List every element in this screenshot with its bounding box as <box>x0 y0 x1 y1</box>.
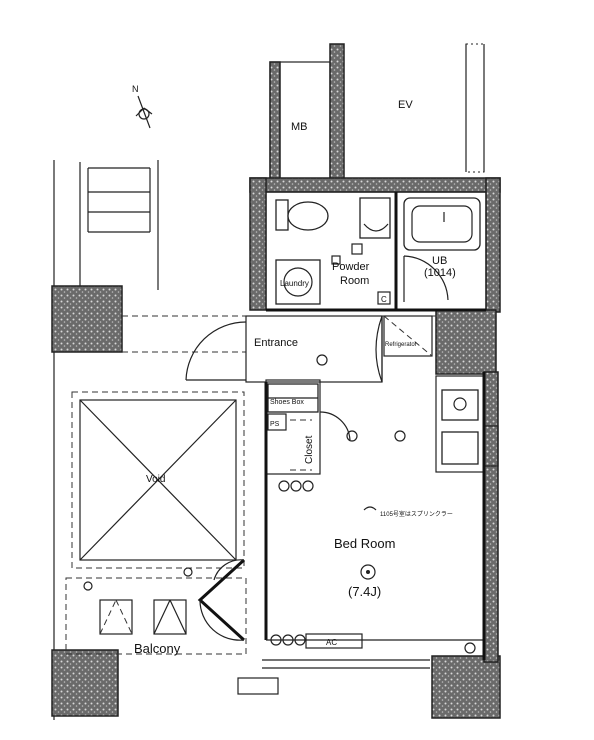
shoes-box-label: Shoes Box <box>270 399 304 406</box>
mb-shaft: MB <box>269 43 345 181</box>
void-label: Void <box>146 474 165 485</box>
sprinkler-note: 1105号室はスプリンクラー <box>380 510 453 518</box>
ev-label: EV <box>398 99 413 111</box>
ev-shaft: EV <box>398 43 485 173</box>
stairs <box>53 160 159 720</box>
ub-label-line1: UB <box>432 255 447 267</box>
ub-label-line2: (1014) <box>424 267 456 279</box>
wet-area: C <box>265 191 487 312</box>
bedroom <box>264 372 486 660</box>
closet-block <box>265 379 406 475</box>
powder-room-label-line2: Room <box>340 275 369 287</box>
powder-room-label-line1: Powder <box>332 261 370 273</box>
north-arrow-icon: N <box>132 84 153 129</box>
balcony-area <box>65 558 430 695</box>
bed-room-size: (7.4J) <box>348 584 381 599</box>
ps-label: PS <box>270 421 280 428</box>
kitchen-counter <box>435 375 499 473</box>
refrigerator-label: Refrigerator <box>385 342 417 348</box>
ac-unit <box>270 633 363 649</box>
laundry-label: Laundry <box>280 279 309 288</box>
outer-walls <box>51 177 501 719</box>
north-label: N <box>132 84 139 94</box>
bed-room-label: Bed Room <box>334 536 395 551</box>
c-mark: C <box>381 295 387 304</box>
closet-label: Closet <box>304 435 315 464</box>
ac-label: AC <box>326 638 337 647</box>
mb-label: MB <box>291 121 308 133</box>
entrance-area <box>122 315 436 383</box>
void-area <box>71 391 245 569</box>
outlet-symbols <box>278 480 314 492</box>
balcony-label: Balcony <box>134 641 181 656</box>
entrance-label: Entrance <box>254 337 298 349</box>
